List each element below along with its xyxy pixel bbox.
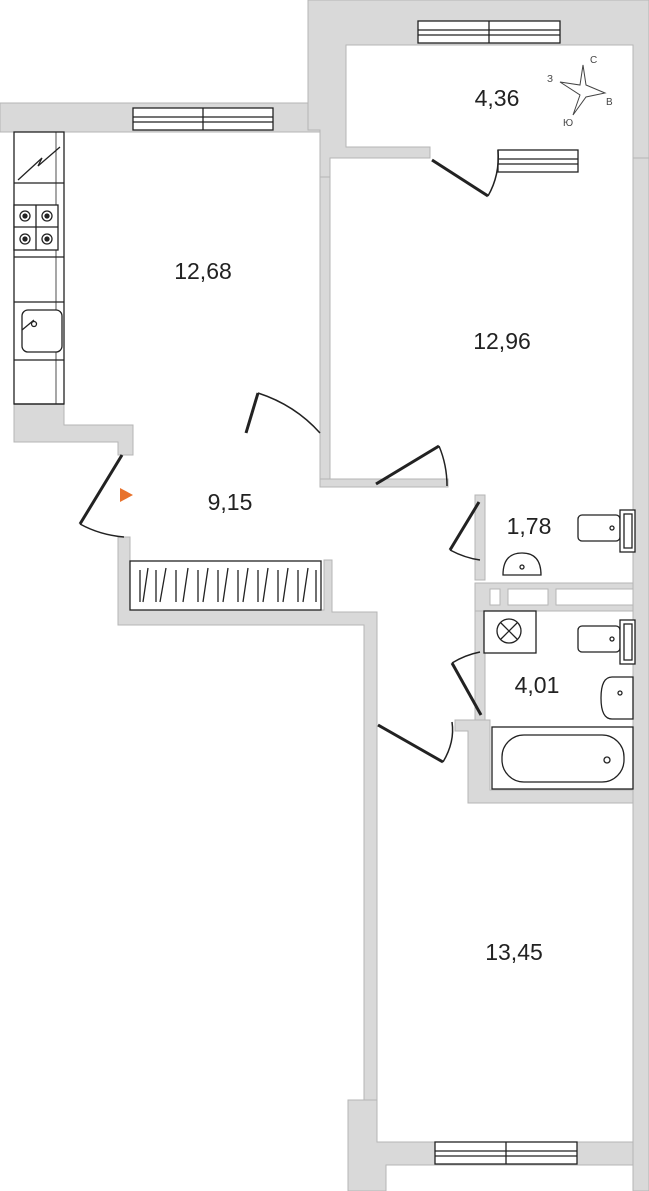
bath-lower-wall xyxy=(454,719,634,804)
door-bedroom-bottom[interactable] xyxy=(377,721,454,764)
hall-lower-wall xyxy=(117,536,378,1131)
compass-south: Ю xyxy=(563,118,573,129)
sink-icon xyxy=(600,676,634,720)
fridge-icon xyxy=(17,146,61,181)
room-area-bedroom-top: 12,96 xyxy=(473,328,531,354)
room-area-wc: 1,78 xyxy=(507,513,552,539)
window-bedroom-top xyxy=(497,149,579,173)
compass-west: З xyxy=(547,74,553,85)
toilet-icon xyxy=(577,509,636,553)
window-kitchen xyxy=(132,107,274,131)
wc-left-wall xyxy=(474,494,486,581)
washing-machine-icon xyxy=(483,610,537,654)
wardrobe-icon xyxy=(129,560,322,611)
window-bedroom-bottom xyxy=(434,1141,578,1165)
door-bathroom[interactable] xyxy=(450,651,483,716)
door-kitchen[interactable] xyxy=(244,392,321,434)
room-area-kitchen: 12,68 xyxy=(174,258,232,284)
room-area-bathroom: 4,01 xyxy=(515,672,560,698)
doors xyxy=(78,149,500,764)
area-labels: 4,36 12,68 12,96 9,15 1,78 4,01 13,45 xyxy=(174,85,559,965)
compass-rose-icon: С В Ю З xyxy=(547,55,613,129)
windows xyxy=(132,20,579,1165)
right-exterior-wall xyxy=(632,157,649,1191)
door-entrance[interactable] xyxy=(78,454,125,538)
door-bedroom-top[interactable] xyxy=(375,444,448,487)
sink-icon xyxy=(502,552,542,576)
stove-icon xyxy=(13,204,59,251)
sink-icon xyxy=(21,309,63,353)
window-balcony-top xyxy=(417,20,561,44)
bathtub-icon xyxy=(491,726,634,790)
room-area-bedroom-bottom: 13,45 xyxy=(485,939,543,965)
entrance-arrow-icon xyxy=(120,488,133,502)
room-area-balcony: 4,36 xyxy=(475,85,520,111)
door-balcony[interactable] xyxy=(431,149,500,198)
compass-north: С xyxy=(590,55,597,66)
wall-details xyxy=(489,588,634,606)
compass-east: В xyxy=(606,97,613,108)
room-area-hall: 9,15 xyxy=(208,489,253,515)
toilet-icon xyxy=(577,619,636,665)
door-wc[interactable] xyxy=(448,501,481,561)
kitchen-counter xyxy=(13,131,65,405)
